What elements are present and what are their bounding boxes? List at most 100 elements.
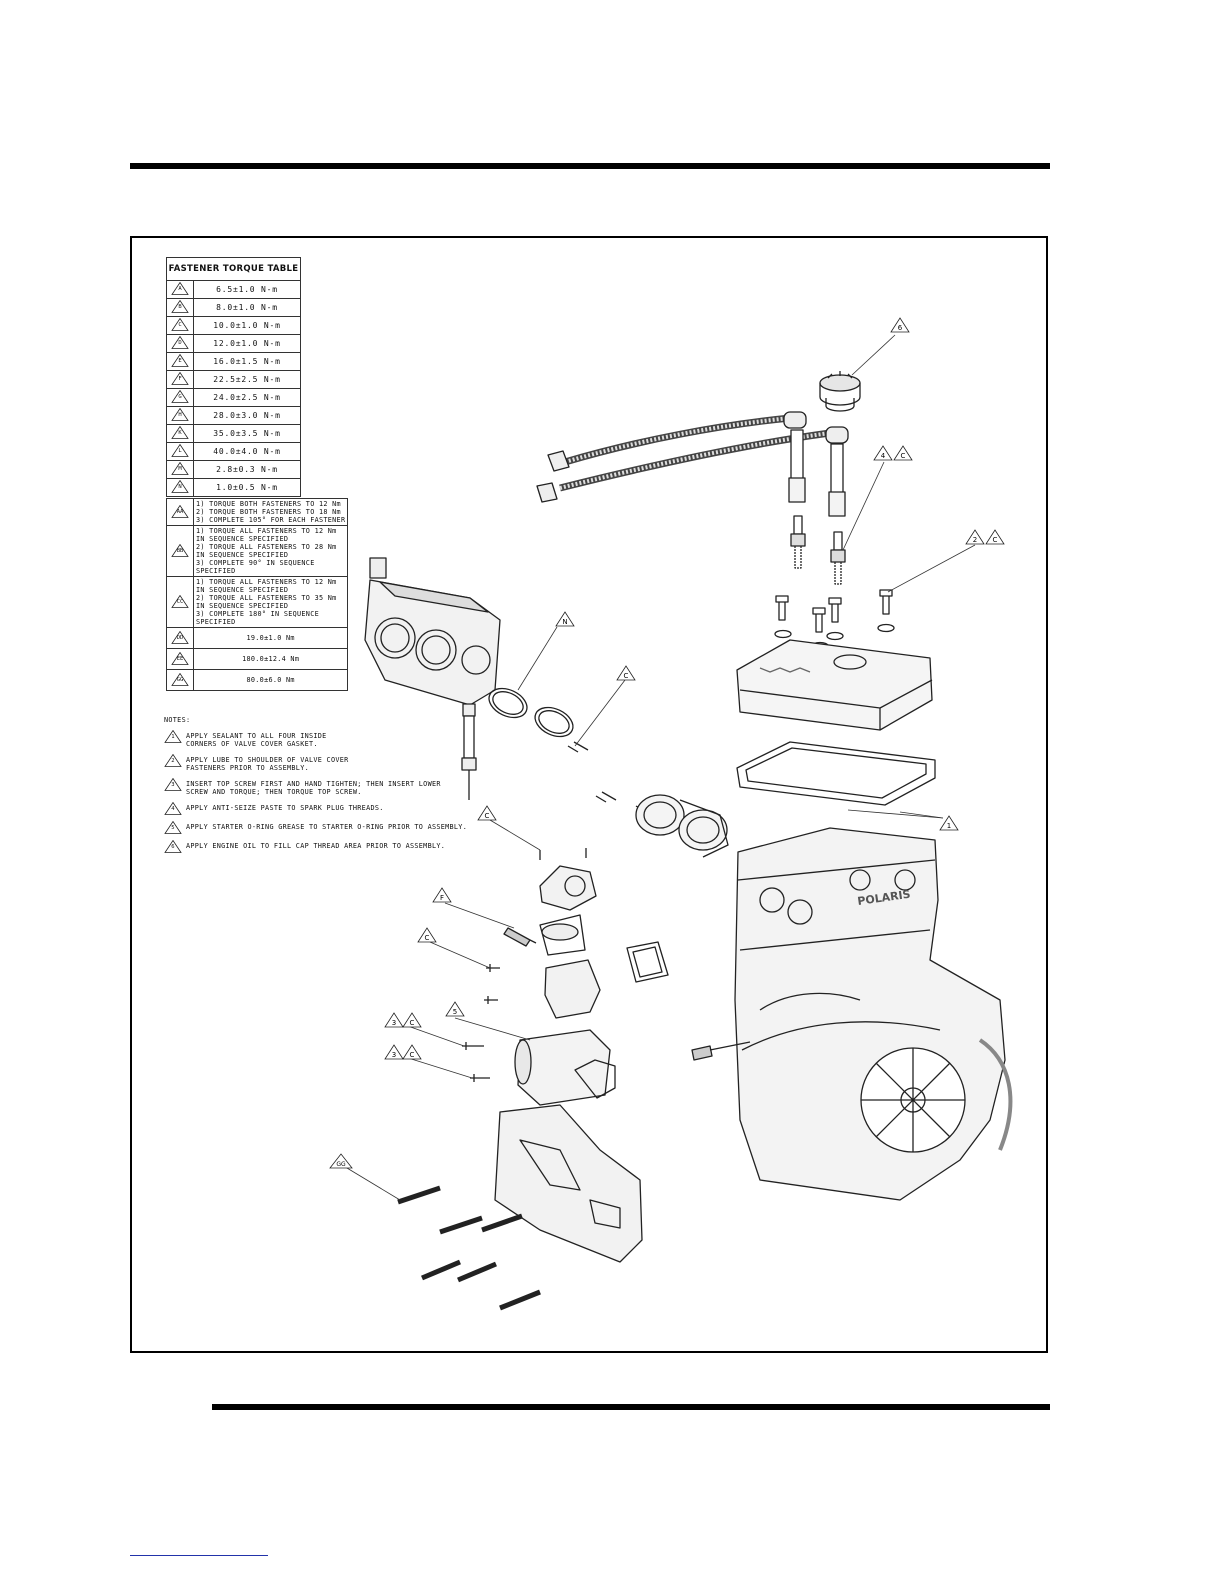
note-line: APPLY LUBE TO SHOULDER OF VALVE COVER [186,756,349,764]
mount-bolts [397,1185,541,1311]
callout-label: 3 [392,1051,396,1059]
sequence-row: BB 1) TORQUE ALL FASTENERS TO 12 Nm IN SE… [166,525,349,577]
sequence-line: IN SEQUENCE SPECIFIED [196,535,289,543]
thermostat-housing [539,848,601,1019]
sequence-key: CC [176,598,184,605]
callout-label: N [562,618,567,626]
callout-label: 4 [881,452,886,460]
valve-cover-gasket [736,741,936,806]
torque-key-cell: N [166,478,194,497]
note-text: INSERT TOP SCREW FIRST AND HAND TIGHTEN;… [186,780,441,796]
triangle-icon: A [171,282,189,295]
sequence-line: 1) TORQUE ALL FASTENERS TO 12 Nm [196,527,337,535]
sequence-key: AA [176,508,184,515]
sequence-line: SPECIFIED [196,618,236,626]
torque-key-cell: G [166,388,194,407]
note-line: CORNERS OF VALVE COVER GASKET. [186,740,318,748]
triangle-icon: H [171,408,189,421]
triangle-icon: C [171,318,189,331]
ignition-wires [536,411,849,517]
note-line: APPLY STARTER O-RING GREASE TO STARTER O… [186,823,468,831]
callout-label: C [485,812,490,820]
torque-key: A [178,286,182,292]
notes-heading: NOTES: [164,716,191,724]
temperature-sensor [503,927,537,947]
triangle-icon: 2 [164,754,182,767]
oil-fill-cap [819,371,861,412]
triangle-icon: DD [171,630,189,644]
note-line: APPLY SEALANT TO ALL FOUR INSIDE [186,732,327,740]
sequence-line: 1) TORQUE BOTH FASTENERS TO 12 Nm [196,500,341,508]
torque-key: D [178,340,182,346]
callout-label: C [624,672,629,680]
note-line: INSERT TOP SCREW FIRST AND HAND TIGHTEN;… [186,780,441,788]
fuel-hose [461,703,477,800]
callout-label: 1 [947,822,951,830]
figure-frame [130,236,1048,1353]
note-line: APPLY ANTI-SEIZE PASTE TO SPARK PLUG THR… [186,804,384,812]
triangle-icon: N [171,480,189,493]
thermostat-gasket [626,941,669,983]
torque-key: H [178,412,182,418]
callout-label: C [993,536,998,544]
sequence-line: 3) COMPLETE 90° IN SEQUENCE [196,559,315,567]
triangle-icon: AA [171,504,189,518]
torque-key: E [178,358,182,364]
triangle-icon: 1 [164,730,182,743]
sequence-text: 1) TORQUE ALL FASTENERS TO 12 Nm IN SEQU… [192,525,349,577]
note-number: 2 [171,758,175,764]
sequence-line: 80.0±6.0 Nm [246,676,295,684]
hose-clamps [488,687,574,738]
triangle-icon: L [171,444,189,457]
note-line: FASTENERS PRIOR TO ASSEMBLY. [186,764,309,772]
sequence-line: 1) TORQUE ALL FASTENERS TO 12 Nm [196,578,337,586]
sequence-line: 3) COMPLETE 180° IN SEQUENCE [196,610,319,618]
torque-key: N [178,484,182,490]
footer-rule [212,1404,1050,1410]
callout-label: C [410,1019,415,1027]
sequence-line: 2) TORQUE BOTH FASTENERS TO 18 Nm [196,508,341,516]
note-number: 4 [171,806,175,812]
sequence-key-cell: GG [166,669,194,691]
starter-motor [514,1029,616,1106]
note-line: SCREW AND TORQUE; THEN TORQUE TOP SCREW. [186,788,362,796]
sequence-key: EE [176,655,184,662]
engine-block [734,827,1013,1201]
torque-key: F [178,376,182,382]
triangle-icon: 3 [164,778,182,791]
sequence-line: 2) TORQUE ALL FASTENERS TO 28 Nm [196,543,337,551]
sequence-row: GG 80.0±6.0 Nm [166,669,349,691]
torque-key-cell: C [166,316,194,335]
triangle-icon: G [171,390,189,403]
triangle-icon: E [171,354,189,367]
triangle-icon: EE [171,651,189,665]
triangle-icon: K [171,426,189,439]
triangle-icon: 4 [164,802,182,815]
callout-label: C [410,1051,415,1059]
torque-key: B [178,304,182,310]
sequence-key: BB [176,547,184,554]
valve-cover [736,639,933,731]
callout-markers: 6 4 C 2 C N C 1 C F C 5 3 C 3 C GG [329,317,1005,1169]
triangle-icon: B [171,300,189,313]
note-number: 3 [171,782,175,788]
notes-block: NOTES: 1 APPLY SEALANT TO ALL FOUR INSIDE… [164,716,467,859]
sequence-key-cell: CC [166,576,194,628]
footer-link-underline [130,1555,268,1556]
triangle-icon: M [171,462,189,475]
sequence-line: 3) COMPLETE 105° FOR EACH FASTENER [196,516,346,524]
callout-label: C [425,934,430,942]
torque-key: L [178,448,182,454]
note-number: 6 [171,844,175,850]
